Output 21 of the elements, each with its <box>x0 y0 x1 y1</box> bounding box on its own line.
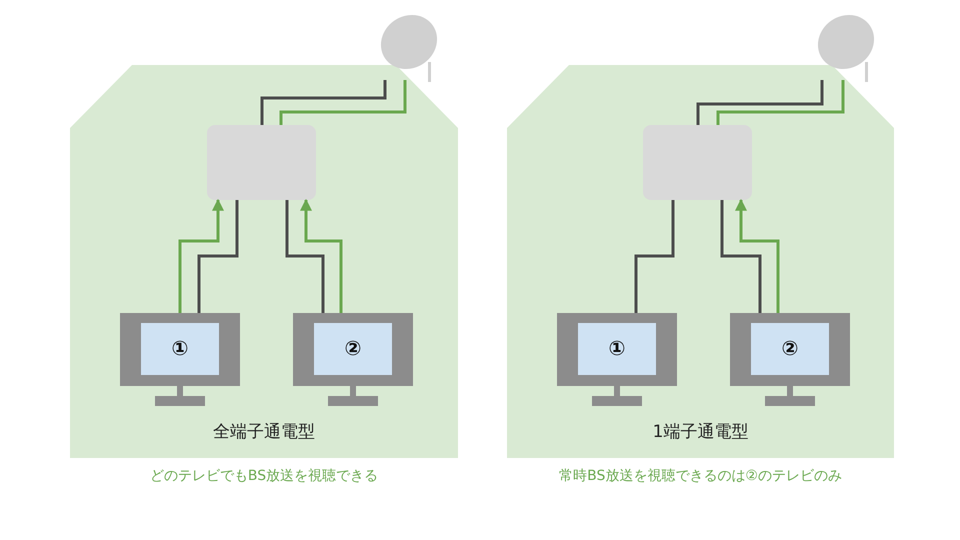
cable <box>716 80 844 125</box>
screen-number: ② <box>344 336 362 360</box>
cable <box>280 80 406 125</box>
cable <box>696 80 824 125</box>
screen-number: ① <box>608 336 626 360</box>
screen-number: ② <box>780 336 800 360</box>
cable <box>260 80 386 125</box>
arrow <box>300 198 342 313</box>
node-label: どのテレビでもBS放送を視聴できる <box>148 467 380 485</box>
cable <box>634 200 674 313</box>
distributor-box <box>207 125 316 200</box>
cable <box>720 200 762 313</box>
house-title: 1端子通電型 <box>652 421 750 443</box>
screen-number: ① <box>170 336 190 360</box>
distributor-box <box>643 125 752 200</box>
house-title: 全端子通電型 <box>212 421 316 443</box>
arrow <box>735 198 780 313</box>
cable <box>286 200 324 313</box>
arrow <box>178 198 224 313</box>
cable <box>198 200 238 313</box>
node-label: 常時BS放送を視聴できるのは②のテレビのみ <box>558 467 843 485</box>
